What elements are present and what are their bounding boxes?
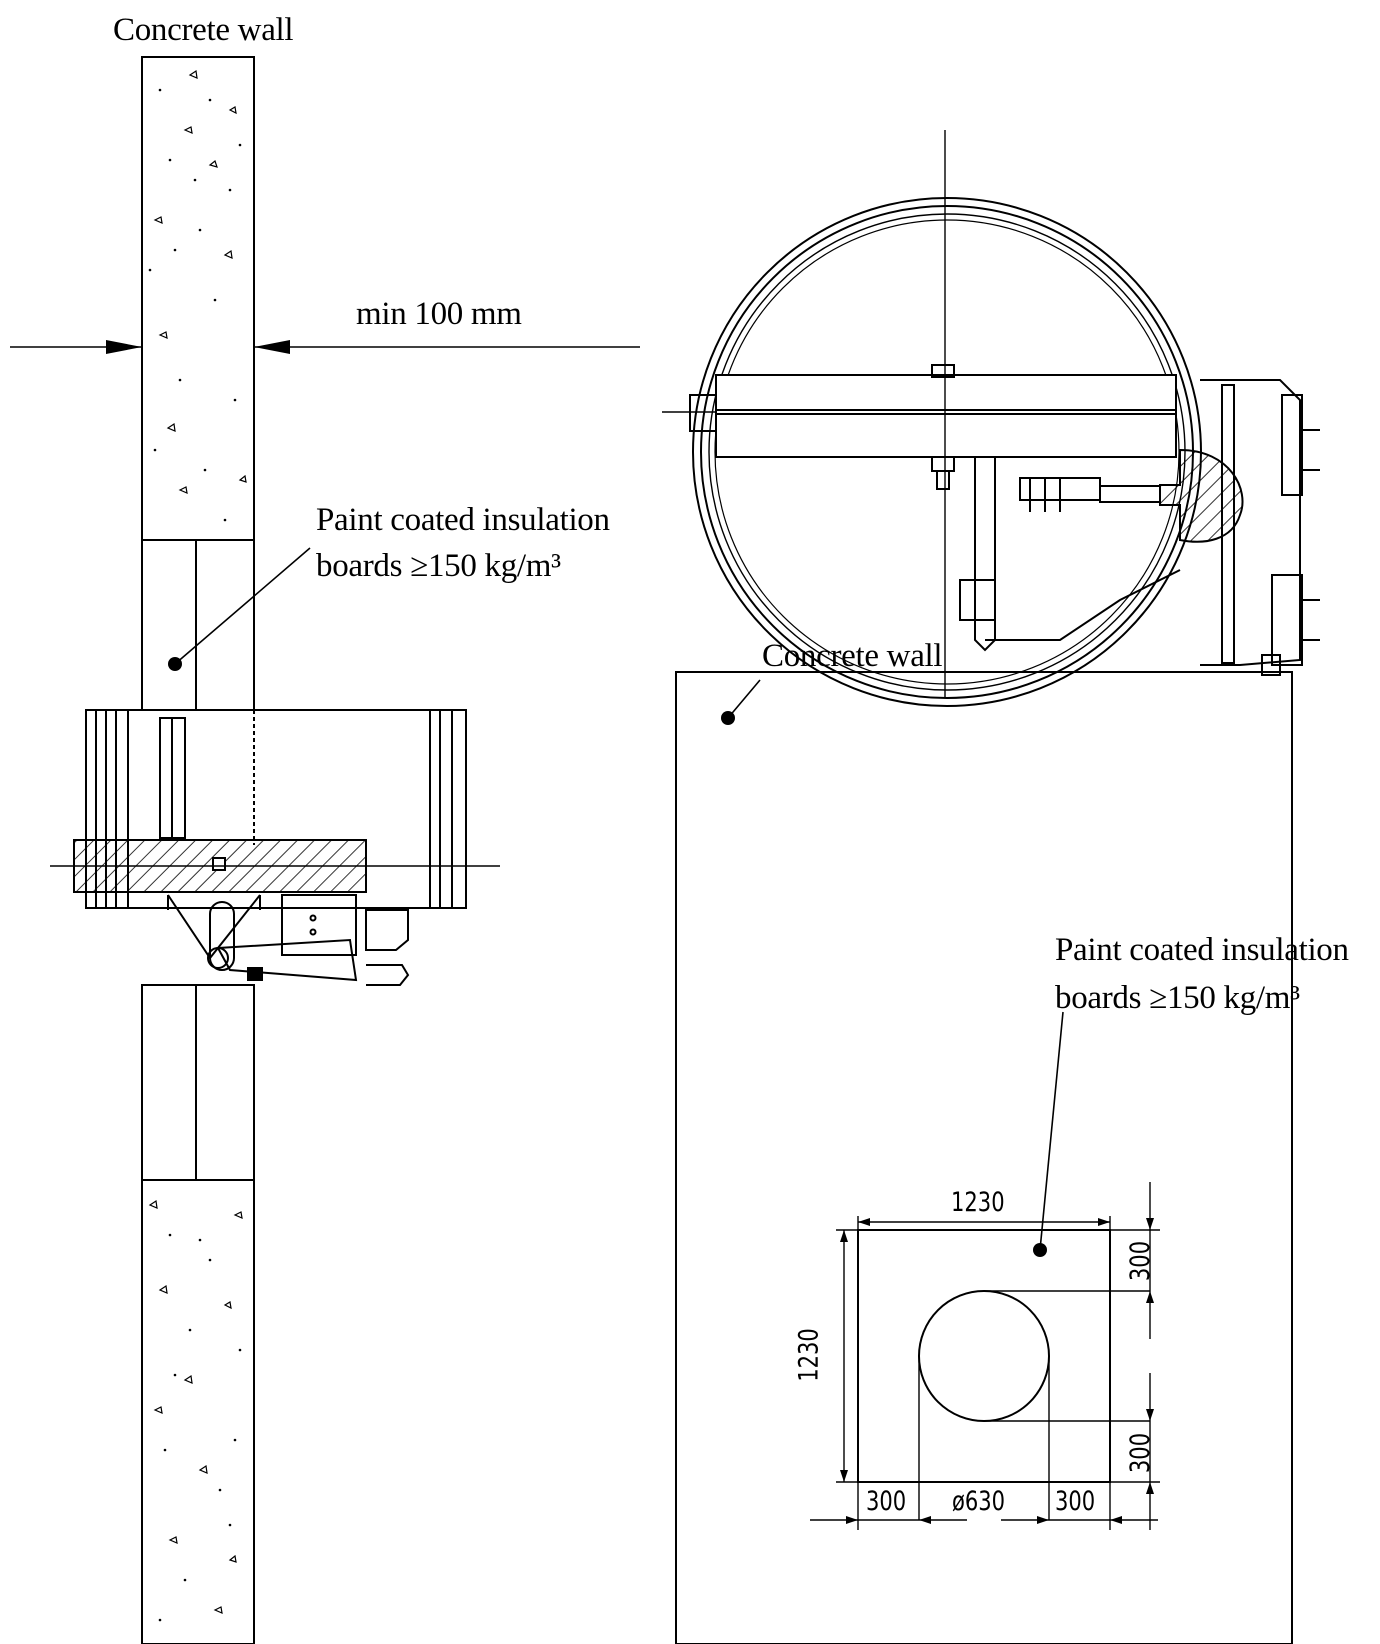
insulation-board-lower <box>141 984 255 1181</box>
dimension-board-width <box>857 1216 1111 1230</box>
label-concrete-wall-front: Concrete wall <box>762 638 943 674</box>
dim-margin-top: 300 <box>1124 1240 1156 1282</box>
dimension-bottom-row <box>810 1482 1158 1530</box>
dim-board-height: 1230 <box>793 1328 825 1382</box>
damper-body-side <box>73 709 467 986</box>
actuator-housing <box>1200 379 1320 676</box>
duct-opening-circle <box>918 1290 1050 1422</box>
insulation-board-square <box>857 1229 1111 1483</box>
dimension-right-margins <box>1110 1182 1160 1530</box>
concrete-wall-lower <box>141 1179 255 1644</box>
concrete-dots <box>148 88 242 522</box>
label-insulation-front-line2: boards ≥150 kg/m³ <box>1055 980 1300 1016</box>
label-min-clearance: min 100 mm <box>356 296 522 332</box>
dim-board-width: 1230 <box>951 1187 1005 1218</box>
concrete-wall-leader <box>727 679 761 719</box>
dimension-board-height <box>836 1229 858 1483</box>
insulation-front-leader <box>1039 1011 1064 1251</box>
dim-margin-left: 300 <box>866 1486 907 1517</box>
label-insulation-front-line1: Paint coated insulation <box>1055 932 1349 968</box>
side-section-view <box>10 56 640 1644</box>
dim-duct-diameter: ø630 <box>952 1486 1006 1517</box>
concrete-wall-upper <box>141 56 255 541</box>
front-blade <box>715 374 1177 458</box>
concrete-wall-front <box>675 671 1293 1644</box>
dim-margin-bottom: 300 <box>1124 1432 1156 1474</box>
insulation-leader-line <box>174 547 311 665</box>
label-insulation-line2: boards ≥150 kg/m³ <box>316 548 561 584</box>
dim-margin-right: 300 <box>1055 1486 1096 1517</box>
label-insulation-line1: Paint coated insulation <box>316 502 610 538</box>
label-concrete-wall-top: Concrete wall <box>113 12 294 48</box>
front-view-damper <box>662 130 1320 707</box>
insulation-board-upper <box>141 539 255 711</box>
wall-opening-elevation <box>675 671 1293 1644</box>
concrete-texture <box>153 69 247 494</box>
